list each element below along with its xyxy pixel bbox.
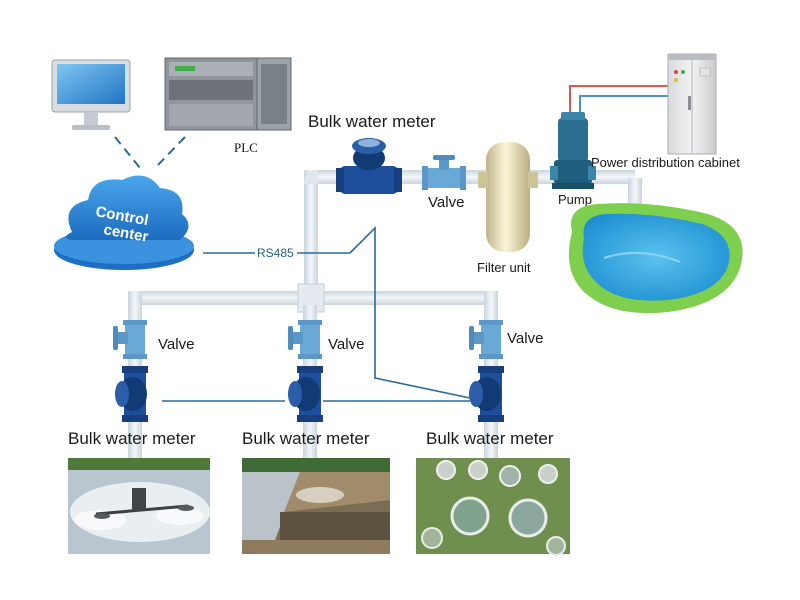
pond-icon xyxy=(568,203,743,314)
rs485-label-bg xyxy=(255,246,297,260)
electrical-cabinet-icon xyxy=(667,53,717,155)
signal-lines xyxy=(162,226,471,402)
photo-treatment-channel xyxy=(242,458,390,554)
water-meter-icon-right xyxy=(469,366,504,422)
top-valve-label: Valve xyxy=(428,194,464,211)
valve-right-label: Valve xyxy=(507,330,543,347)
rs485-label: RS485 xyxy=(257,246,294,260)
pump-label: Pump xyxy=(558,192,592,207)
computer-monitor-icon xyxy=(51,59,131,130)
power-cables xyxy=(569,85,668,118)
dashed-network-links xyxy=(114,136,186,169)
top-meter-label: Bulk water meter xyxy=(308,112,436,131)
valve-icon-left xyxy=(113,320,147,359)
valve-mid-label: Valve xyxy=(328,336,364,353)
photo-aerator xyxy=(68,458,210,554)
water-meter-icon-left xyxy=(115,366,148,422)
valve-icon xyxy=(422,155,466,190)
plc-label: PLC xyxy=(234,140,258,155)
valve-icon-right xyxy=(469,320,503,359)
water-meter-icon-mid xyxy=(288,366,323,422)
filter-unit-label: Filter unit xyxy=(477,260,531,275)
pipe-riser xyxy=(304,170,318,305)
pipe-network xyxy=(128,170,645,461)
valve-left-label: Valve xyxy=(158,336,194,353)
pump-icon xyxy=(550,112,596,189)
valve-icon-mid xyxy=(288,320,322,359)
cloud-icon xyxy=(54,175,194,270)
water-meter-icon xyxy=(336,138,402,194)
meter-right-label: Bulk water meter xyxy=(426,429,554,448)
meter-mid-label: Bulk water meter xyxy=(242,429,370,448)
photo-treatment-plant xyxy=(416,458,570,556)
pipe-elbow-top xyxy=(304,170,318,184)
plc-controller-icon xyxy=(164,57,292,131)
filter-tank-icon xyxy=(478,142,538,252)
power-cabinet-label: Power distribution cabinet xyxy=(591,155,740,170)
meter-left-label: Bulk water meter xyxy=(68,429,196,448)
